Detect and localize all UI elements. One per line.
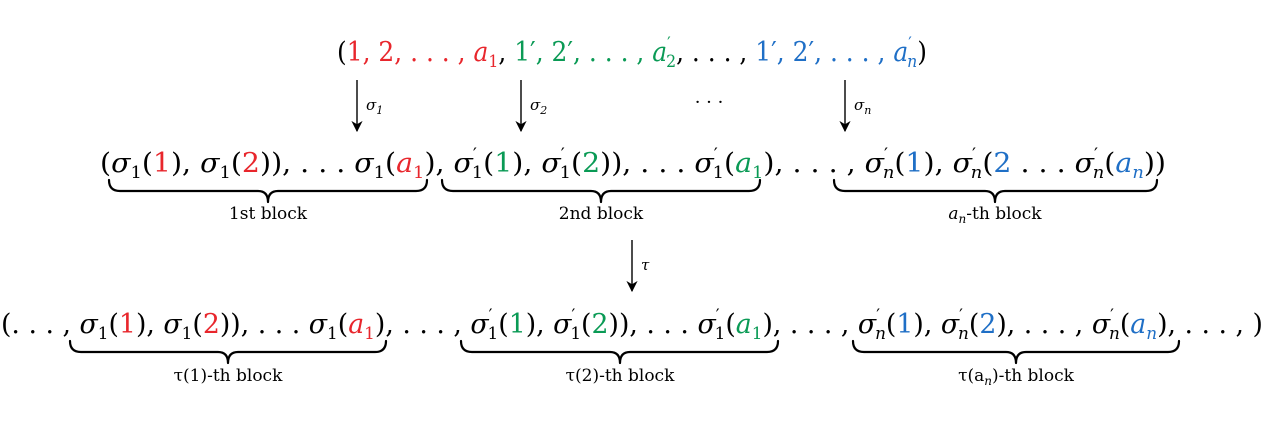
tau1-block-label: τ(1)-th block xyxy=(174,366,283,386)
blocks-tuple: (σ1(1), σ1(2)), . . . σ1(a1), σ′1(1), σ′… xyxy=(100,145,1166,183)
tau2-block-label: τ(2)-th block xyxy=(566,366,675,386)
tau2-block-brace xyxy=(459,339,780,365)
sigman-arrow: σn xyxy=(839,80,871,133)
top-tuple: (1, 2, . . . , a1, 1′, 2′, . . . , a′2, … xyxy=(337,34,927,72)
svg-text:σ1: σ1 xyxy=(366,96,383,117)
tau-tuple: (. . . , σ1(1), σ1(2)), . . . σ1(a1), . … xyxy=(1,306,1263,344)
tau1-block-brace xyxy=(68,339,388,365)
sigman-label: σ xyxy=(854,96,865,114)
sigma1-label: σ xyxy=(366,96,377,114)
tau-arrow: τ xyxy=(626,240,650,293)
nth-block-brace xyxy=(832,178,1159,204)
tau-label: τ xyxy=(641,256,650,274)
arrow-ellipsis: · · · xyxy=(695,92,724,113)
sigma2-label: σ xyxy=(530,96,541,114)
sigma2-arrow: σ2 xyxy=(515,80,547,133)
nth-block-label: an-th block xyxy=(948,204,1042,226)
second-block-label: 2nd block xyxy=(559,204,644,224)
tauan-block-brace xyxy=(851,339,1181,365)
second-block-brace xyxy=(440,178,762,204)
tauan-block-label: τ(an)-th block xyxy=(958,366,1075,388)
sigma1-arrow: σ1 xyxy=(351,80,383,133)
first-block-brace xyxy=(107,178,429,204)
svg-text:σ2: σ2 xyxy=(530,96,547,117)
svg-text:σn: σn xyxy=(854,96,871,117)
first-block-label: 1st block xyxy=(229,204,308,224)
